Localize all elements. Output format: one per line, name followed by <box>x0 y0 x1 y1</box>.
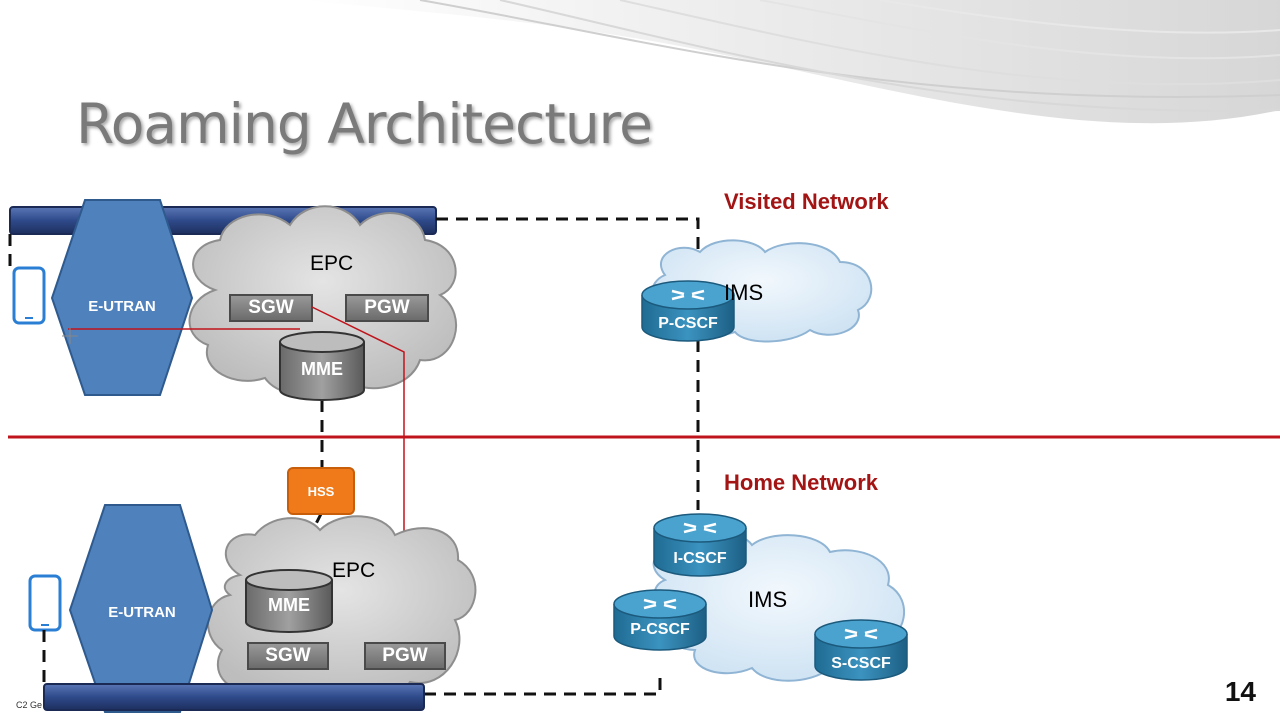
home-scscf-label: S-CSCF <box>831 655 891 672</box>
home-ims-label: IMS <box>748 587 788 612</box>
visited-eutran-label: E-UTRAN <box>88 298 156 315</box>
footer-text: C2 Ge <box>16 700 43 710</box>
home-network-label: Home Network <box>724 470 879 495</box>
visited-eutran-hexagon <box>50 199 194 396</box>
visited-phone-icon <box>12 266 46 325</box>
hss-box <box>287 467 355 515</box>
visited-ims-label: IMS <box>724 280 764 305</box>
home-epc-label: EPC <box>332 559 376 582</box>
home-sgw-box <box>247 642 329 670</box>
home-pgw-label: PGW <box>382 645 428 666</box>
visited-epc-label: EPC <box>310 252 354 275</box>
visited-pgw-label: PGW <box>364 297 410 318</box>
home-transport-bar <box>43 683 425 711</box>
hss-label: HSS <box>307 484 335 499</box>
home-pcscf-label: P-CSCF <box>630 621 690 638</box>
visited-pcscf-label: P-CSCF <box>658 315 718 332</box>
home-scscf-router <box>814 619 908 681</box>
home-eutran-label: E-UTRAN <box>108 604 176 621</box>
home-phone-icon <box>28 574 62 632</box>
visited-sgw-box <box>229 294 313 322</box>
home-icscf-router <box>653 513 747 577</box>
visited-network-label: Visited Network <box>724 189 889 214</box>
visited-epc-cloud <box>188 205 457 396</box>
crosshair-cursor-icon <box>62 328 78 344</box>
slide-title: Roaming Architecture <box>76 92 653 156</box>
visited-mme-cylinder <box>279 331 365 401</box>
visited-pgw-box <box>345 294 429 322</box>
page-number: 14 <box>1224 676 1256 707</box>
home-mme-cylinder <box>245 569 333 633</box>
visited-sgw-label: SGW <box>248 297 294 318</box>
visited-pcscf-router <box>641 280 735 342</box>
home-pgw-box <box>364 642 446 670</box>
home-pcscf-router <box>613 589 707 651</box>
home-sgw-label: SGW <box>265 645 311 666</box>
home-eutran-hexagon <box>68 504 214 713</box>
home-dashed-links <box>42 630 662 696</box>
home-icscf-label: I-CSCF <box>673 550 727 567</box>
visited-mme-label: MME <box>301 359 343 379</box>
home-mme-label: MME <box>268 595 310 615</box>
